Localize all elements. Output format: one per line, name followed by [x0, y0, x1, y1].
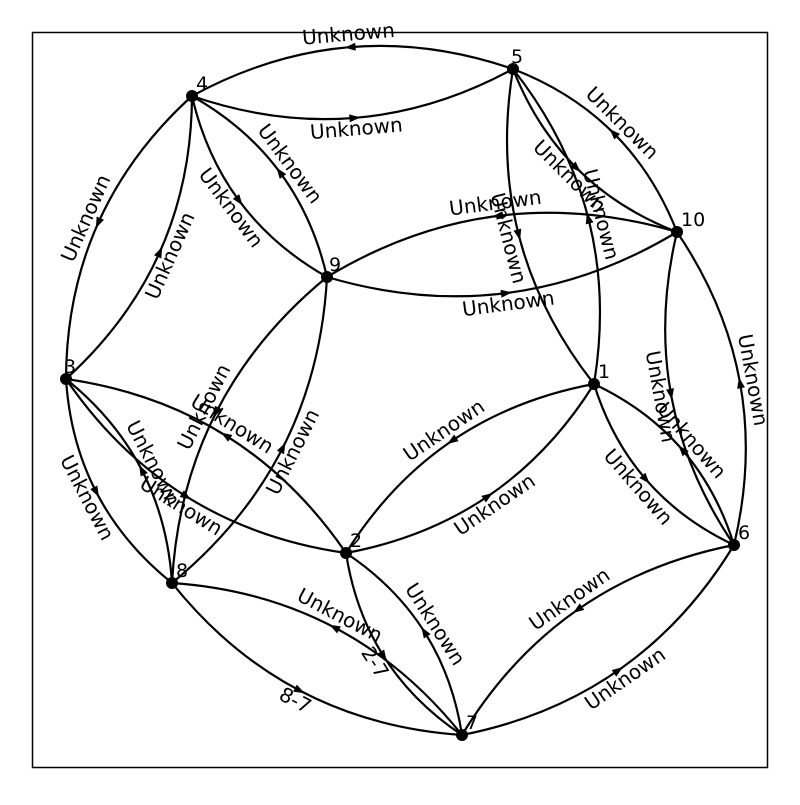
edge-9-4-arrow: [276, 167, 287, 179]
node-8-dot: [166, 577, 178, 589]
edge-10-6-arrow: [666, 388, 674, 400]
edge-3-4-arrow: [154, 246, 163, 259]
edge-6-10-arrow: [737, 377, 745, 389]
edge-10-9-arrow: [492, 211, 504, 220]
node-8-label: 8: [176, 560, 188, 582]
node-1-dot: [588, 378, 600, 390]
edge-5-10-arrow: [569, 161, 581, 173]
node-3-label: 3: [64, 356, 76, 378]
node-8: 8: [166, 560, 188, 589]
edge-10-5-arrow: [609, 128, 621, 140]
node-1-label: 1: [598, 361, 610, 383]
edge-4-3-arrow: [95, 216, 104, 229]
node-6: 6: [728, 522, 750, 551]
node-1: 1: [588, 361, 610, 390]
node-5-dot: [507, 63, 519, 75]
edge-4-9-arrow: [232, 194, 243, 206]
edge-1-6-arrow: [639, 472, 650, 484]
node-6-dot: [728, 539, 740, 551]
edge-6-1-arrow: [678, 445, 689, 457]
edge-6-7-arrow: [573, 603, 585, 613]
edge-8-9-arrow: [276, 442, 286, 455]
edge-7-8-arrow: [329, 624, 341, 634]
node-7-dot: [456, 729, 468, 741]
edge-7-6-arrow: [611, 667, 623, 677]
node-5: 5: [507, 46, 523, 75]
edge-7-2-arrow: [421, 627, 431, 639]
node-9: 9: [321, 254, 341, 283]
edge-1-5-arrow: [585, 212, 594, 225]
node-6-label: 6: [738, 522, 750, 544]
node-10: 10: [671, 209, 705, 238]
edge-9-8-arrow: [213, 405, 223, 418]
nodes-layer: 1 2 3 4 5 6 7 8 9 10: [60, 46, 750, 741]
node-10-dot: [671, 226, 683, 238]
node-2: 2: [340, 530, 362, 559]
node-4: 4: [186, 73, 208, 102]
node-10-label: 10: [681, 209, 705, 231]
node-7: 7: [456, 712, 478, 741]
node-3: 3: [60, 356, 76, 385]
node-2-dot: [340, 547, 352, 559]
edge-5-4: Unknown: [191, 18, 514, 97]
edge-4-5-arrow: [349, 114, 361, 123]
node-4-label: 4: [196, 73, 208, 95]
edge-5-4-arrow: [344, 42, 356, 51]
edge-8-7-arrow: [293, 684, 305, 694]
node-2-label: 2: [350, 530, 362, 552]
edge-1-2-arrow: [447, 434, 459, 445]
node-3-dot: [60, 373, 72, 385]
node-7-label: 7: [466, 712, 478, 734]
node-5-label: 5: [511, 46, 523, 68]
edge-8-3-arrow: [139, 464, 148, 477]
node-9-label: 9: [329, 254, 341, 276]
edge-2-3-arrow: [220, 432, 233, 442]
edge-5-1-arrow: [513, 228, 522, 241]
edge-2-1-arrow: [481, 492, 493, 503]
edge-3-8-arrow: [90, 485, 99, 498]
edge-9-10-arrow: [500, 289, 512, 298]
node-4-dot: [186, 90, 198, 102]
node-9-dot: [321, 271, 333, 283]
